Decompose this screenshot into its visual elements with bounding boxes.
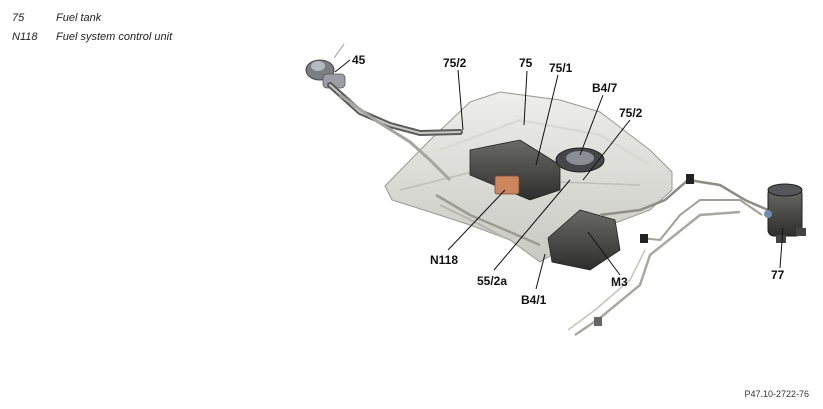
tank-ridge [439,118,651,166]
leader-75-1 [535,74,559,166]
leader-n118 [447,189,506,251]
legend-code: 75 [12,11,25,24]
control-unit-n118 [494,175,520,195]
leader-75 [523,70,528,126]
leader-b4-1 [535,253,546,290]
callout-n118: N118 [430,253,458,267]
leader-75-2-right [582,119,631,181]
callout-b4-7: B4/7 [592,81,618,95]
callout-55-2a: 55/2a [477,274,507,288]
callout-75-1: 75/1 [549,61,573,75]
legend-text: Fuel tank [56,11,102,24]
legend-code: N118 [12,30,38,43]
callout-75-2-left: 75/2 [443,56,467,70]
filler-cap [305,43,346,89]
callout-75: 75 [519,56,533,70]
legend-text: Fuel system control unit [56,30,173,43]
charcoal-canister [764,183,806,243]
vent-line [339,93,452,182]
callout-45: 45 [352,53,366,67]
fuel-line [435,193,541,247]
control-unit-bracket [469,139,561,201]
leader-77 [779,227,784,269]
line-clip [686,174,694,184]
canister-line [639,199,763,242]
leader-b4-7 [579,94,604,156]
leader-m3 [587,231,621,276]
callout-b4-1: B4/1 [521,293,547,307]
callout-77: 77 [771,268,785,282]
callout-m3: M3 [611,275,628,289]
legend-row: 75 Fuel tank [12,8,172,27]
filler-pipe-highlight [329,84,461,135]
leader-45 [334,59,351,73]
fuel-pump-housing [547,209,621,271]
line-clip [594,317,602,326]
flange-center [566,151,594,165]
legend-row: N118 Fuel system control unit [12,27,172,46]
reference-code: P47.10-2722-76 [744,389,809,399]
line-clip [640,234,648,243]
callout-75-2-right: 75/2 [619,106,643,120]
legend: 75 Fuel tank N118 Fuel system control un… [12,8,172,46]
leader-55-2a [493,179,571,271]
leader-75-2-left [457,69,464,131]
supply-line [567,249,646,331]
